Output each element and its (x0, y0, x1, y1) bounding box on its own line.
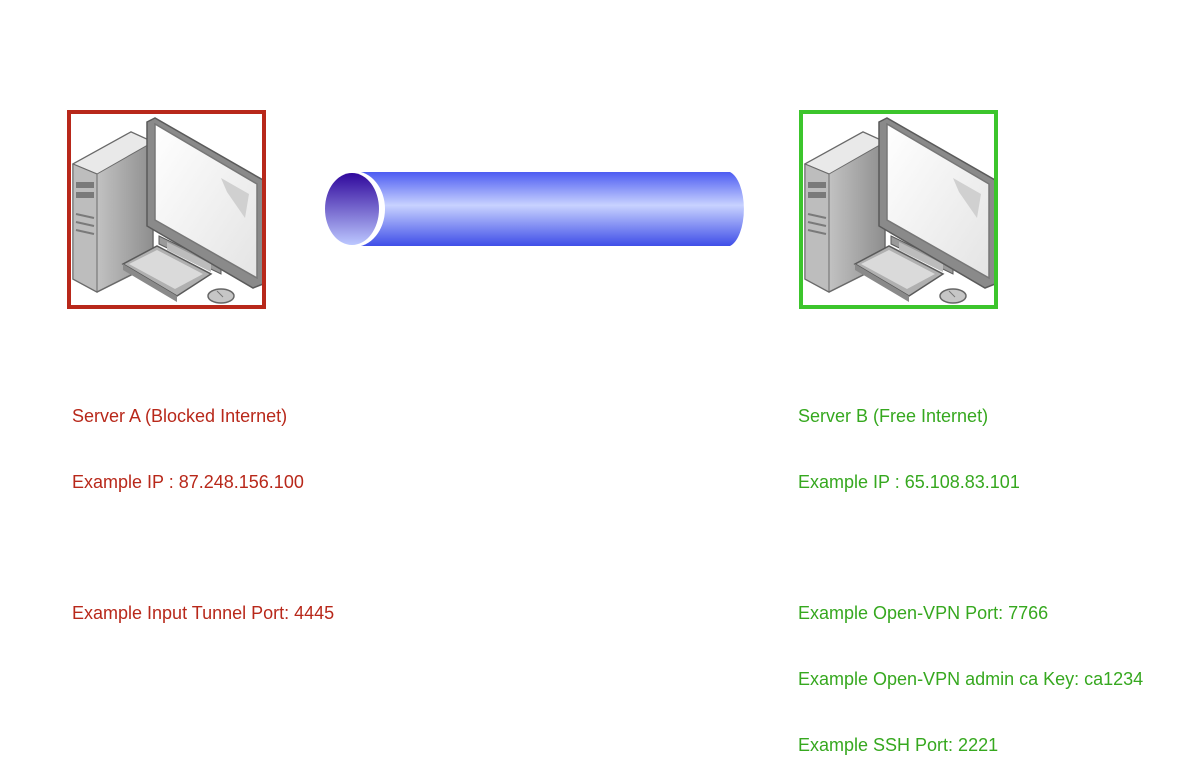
server-b-openvpn-port: Example Open-VPN Port: 7766 (798, 603, 1049, 623)
server-b-box (799, 110, 998, 309)
server-a-box (67, 110, 266, 309)
server-b-openvpn-key: Example Open-VPN admin ca Key: ca1234 (798, 669, 1144, 689)
server-a-ip: Example IP : 87.248.156.100 (72, 472, 304, 492)
desktop-computer-icon (803, 117, 994, 304)
spacer (72, 537, 334, 558)
server-a-info: Server A (Blocked Internet) Example IP :… (72, 361, 334, 646)
server-b-name: Server B (Free Internet) (798, 406, 989, 426)
tunnel-pipe (323, 171, 744, 247)
server-a-tunnel-port: Example Input Tunnel Port: 4445 (72, 603, 335, 623)
server-a-name: Server A (Blocked Internet) (72, 406, 288, 426)
spacer (798, 537, 1143, 558)
server-b-info: Server B (Free Internet) Example IP : 65… (798, 361, 1143, 778)
desktop-computer-icon (71, 117, 262, 304)
server-b-ssh-port: Example SSH Port: 2221 (798, 735, 999, 755)
server-b-ip: Example IP : 65.108.83.101 (798, 472, 1020, 492)
